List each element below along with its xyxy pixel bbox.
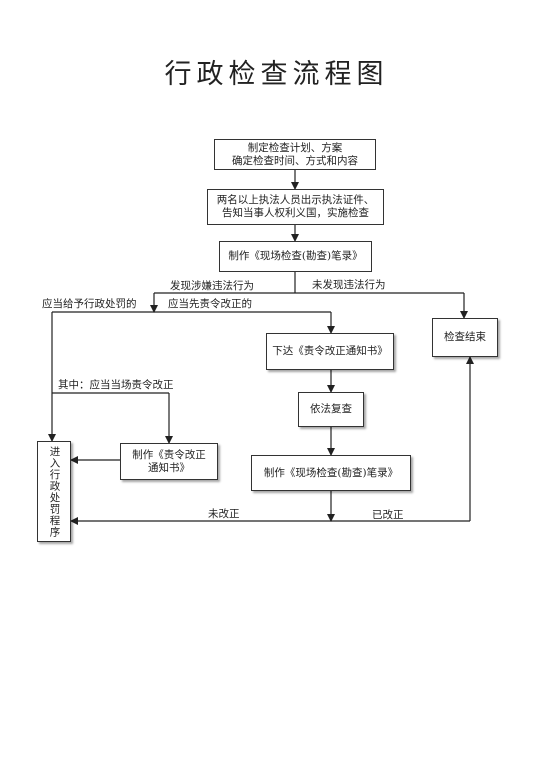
plan-line-2: 确定检查时间、方式和内容 [232,154,358,167]
label-should-correct-first: 应当先责令改正的 [168,298,252,310]
page-title: 行政检查流程图 [164,59,389,90]
present-line-1: 两名以上执法人员出示执法证件、 [216,194,375,206]
label-among-onsite: 其中：应当当场责令改正 [58,379,174,391]
end-text: 检查结束 [444,331,486,343]
record-top-text: 制作《现场检查(勘查)笔录》 [228,250,363,262]
plan-box: 制定检查计划、方案 确定检查时间、方式和内容 [214,139,376,170]
penalty-text: 进入行政处罚程序 [48,445,61,538]
label-should-penalize: 应当给予行政处罚的 [42,298,137,310]
record-bottom-text: 制作《现场检查(勘查)笔录》 [263,466,399,479]
label-not-corrected: 未改正 [208,508,240,520]
record-top-box: 制作《现场检查(勘查)笔录》 [219,241,372,272]
penalty-box: 进入行政处罚程序 [37,441,71,542]
label-no-violation: 未发现违法行为 [312,279,386,291]
plan-line-1: 制定检查计划、方案 [247,141,343,154]
make-notice-box: 制作《责令改正 通知书》 [120,443,218,480]
present-box: 两名以上执法人员出示执法证件、 告知当事人权利义国，实施检查 [207,189,384,225]
present-line-2: 告知当事人权利义国，实施检查 [222,207,369,219]
recheck-box: 依法复查 [298,392,364,427]
label-found-violation: 发现涉嫌违法行为 [170,280,254,292]
end-box: 检查结束 [432,318,498,357]
notice-box: 下达《责令改正通知书》 [266,333,394,370]
make-notice-line-1: 制作《责令改正 [132,448,206,461]
label-corrected: 已改正 [372,509,404,521]
notice-text: 下达《责令改正通知书》 [272,345,388,357]
make-notice-line-2: 通知书》 [148,461,190,474]
recheck-text: 依法复查 [310,403,352,415]
record-bottom-box: 制作《现场检查(勘查)笔录》 [251,455,411,491]
